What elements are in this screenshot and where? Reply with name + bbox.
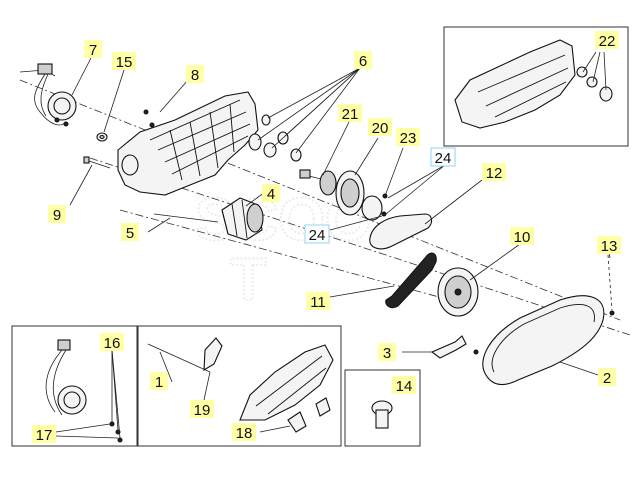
callout-text-10: 10 xyxy=(514,229,531,246)
inset-frame-top-right xyxy=(443,26,629,147)
callout-text-20: 20 xyxy=(372,120,389,137)
callout-label-21: 21 xyxy=(338,104,362,123)
callout-label-3: 3 xyxy=(378,343,396,362)
belt-part-12 xyxy=(369,213,433,250)
callout-text-24-bottom: 24 xyxy=(309,227,326,244)
callout-text-12: 12 xyxy=(486,165,503,182)
inset-frame-screw xyxy=(344,369,421,447)
callout-text-8: 8 xyxy=(191,67,199,84)
inset-sensor-assembly-part xyxy=(147,337,334,433)
callout-label-12: 12 xyxy=(482,163,506,182)
callout-label-18: 18 xyxy=(232,423,256,442)
callout-label-8: 8 xyxy=(186,65,204,84)
callout-label-15: 15 xyxy=(112,52,136,71)
bolt-part-9 xyxy=(83,156,111,169)
callout-label-24-bottom: 24 xyxy=(304,224,330,244)
inset-stator-part xyxy=(45,339,123,443)
callout-text-2: 2 xyxy=(603,370,611,387)
callout-text-15: 15 xyxy=(116,54,133,71)
assembly-axes xyxy=(19,79,631,336)
callout-label-10: 10 xyxy=(510,227,534,246)
callout-text-22: 22 xyxy=(599,33,616,50)
sprocket-part-10 xyxy=(437,267,479,317)
callout-label-2: 2 xyxy=(598,368,616,387)
callout-label-1: 1 xyxy=(150,372,168,391)
callout-text-19: 19 xyxy=(194,402,211,419)
callout-text-18: 18 xyxy=(236,425,253,442)
callout-label-13: 13 xyxy=(597,236,621,255)
callout-text-17: 17 xyxy=(36,427,53,444)
chain-part-11 xyxy=(385,252,437,309)
stator-wiring-part xyxy=(19,63,77,127)
callout-text-16: 16 xyxy=(104,335,121,352)
callout-label-19: 19 xyxy=(190,400,214,419)
callout-text-21: 21 xyxy=(342,106,359,123)
svg-text:T: T xyxy=(230,246,267,313)
callout-label-20: 20 xyxy=(368,118,392,137)
bolt-part-13 xyxy=(607,254,615,316)
callout-text-24-top: 24 xyxy=(435,150,452,167)
callout-text-13: 13 xyxy=(601,238,618,255)
callout-label-9: 9 xyxy=(48,205,66,224)
callout-label-16: 16 xyxy=(100,333,124,352)
bracket-part-3 xyxy=(430,335,479,359)
callout-text-11: 11 xyxy=(310,294,326,311)
callout-label-11: 11 xyxy=(306,292,330,311)
callout-label-23: 23 xyxy=(396,128,420,147)
callout-label-14: 14 xyxy=(392,376,416,395)
callout-label-7: 7 xyxy=(84,40,102,59)
callout-text-7: 7 xyxy=(89,42,97,59)
callout-text-14: 14 xyxy=(396,378,413,395)
screw-part-14 xyxy=(371,400,393,429)
callout-text-3: 3 xyxy=(383,345,391,362)
callout-labels: 7 15 8 6 21 20 23 24 xyxy=(32,31,621,444)
gear-shaft-part xyxy=(299,169,388,221)
callout-text-1: 1 xyxy=(155,374,163,391)
callout-text-9: 9 xyxy=(53,207,61,224)
crankcase-part xyxy=(117,91,259,196)
callout-text-4: 4 xyxy=(267,186,275,203)
washer-part-15 xyxy=(96,132,108,142)
callout-label-6: 6 xyxy=(354,51,372,70)
callout-label-17: 17 xyxy=(32,425,56,444)
inset-frame-bottom-middle xyxy=(137,325,342,447)
callout-label-24-top: 24 xyxy=(430,147,456,167)
side-cover-part-2 xyxy=(482,295,605,386)
inset-crankcase-part xyxy=(454,39,613,129)
callout-text-23: 23 xyxy=(400,130,417,147)
shaft-part-5 xyxy=(153,213,219,223)
inset-frame-bottom-left xyxy=(11,325,138,447)
callout-label-5: 5 xyxy=(121,223,139,242)
starter-motor-part xyxy=(221,197,264,241)
leader-lines xyxy=(55,51,611,439)
callout-text-5: 5 xyxy=(126,225,134,242)
callout-label-4: 4 xyxy=(262,184,280,203)
callout-label-22: 22 xyxy=(595,31,619,50)
callout-text-6: 6 xyxy=(359,53,367,70)
